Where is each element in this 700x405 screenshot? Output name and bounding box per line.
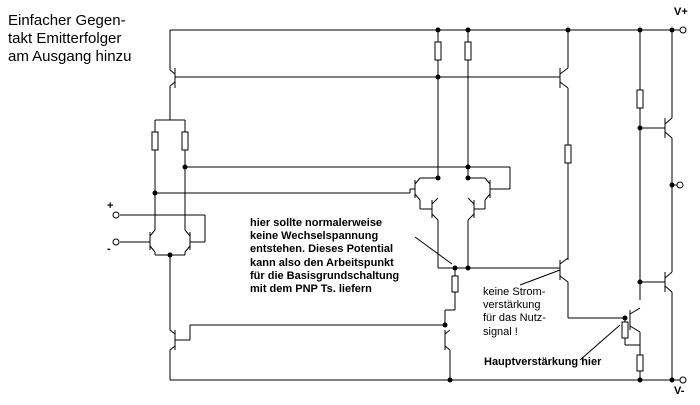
v-plus-label: V+ bbox=[674, 6, 688, 18]
transistor-bottom-middle bbox=[444, 329, 451, 380]
input-plus-terminal bbox=[112, 211, 120, 219]
resistor-r1 bbox=[151, 131, 159, 151]
transistor-mirror-right-2 bbox=[467, 197, 475, 221]
transistor-top-right bbox=[559, 67, 569, 89]
junction-dots bbox=[152, 27, 675, 383]
pointer-current-note bbox=[519, 269, 561, 286]
v-minus-terminal bbox=[679, 376, 687, 384]
pointer-bias-note bbox=[414, 236, 453, 265]
input-minus-terminal bbox=[112, 238, 120, 246]
diagram-title: Einfacher Gegen- takt Emitterfolger am A… bbox=[8, 12, 132, 65]
transistor-mirror-left-2 bbox=[431, 197, 439, 221]
v-plus-terminal bbox=[679, 26, 687, 34]
transistor-output-lower bbox=[664, 271, 673, 293]
resistor-r2 bbox=[181, 131, 189, 151]
bias-annotation: hier sollte normalerweise keine Wechsels… bbox=[250, 217, 400, 295]
transistor-vas bbox=[559, 257, 569, 283]
resistor-r8 bbox=[621, 321, 629, 339]
transistor-driver bbox=[629, 307, 641, 333]
main-gain-annotation: Hauptverstärkung hier bbox=[484, 356, 602, 368]
transistor-top-left bbox=[169, 30, 176, 120]
resistor-r3 bbox=[434, 41, 442, 61]
input-plus-label: + bbox=[107, 200, 114, 212]
transistor-input-right bbox=[184, 220, 191, 255]
resistor-r9 bbox=[636, 354, 644, 372]
transistor-mirror-left bbox=[410, 177, 438, 201]
v-minus-label: V- bbox=[674, 385, 685, 397]
transistor-output-upper bbox=[664, 117, 673, 139]
resistor-r7 bbox=[636, 89, 644, 109]
resistor-r5 bbox=[451, 275, 459, 293]
transistor-input-left bbox=[149, 220, 156, 255]
resistor-r6 bbox=[564, 144, 572, 164]
transistor-bottom-left bbox=[169, 329, 176, 380]
input-minus-label: - bbox=[107, 243, 111, 255]
output-terminal bbox=[676, 181, 684, 189]
resistor-r4 bbox=[464, 41, 472, 61]
current-gain-annotation: keine Strom- verstärkung für das Nutz- s… bbox=[483, 286, 546, 338]
pointer-gain-note bbox=[579, 324, 621, 361]
transistor-mirror-right bbox=[468, 177, 491, 201]
